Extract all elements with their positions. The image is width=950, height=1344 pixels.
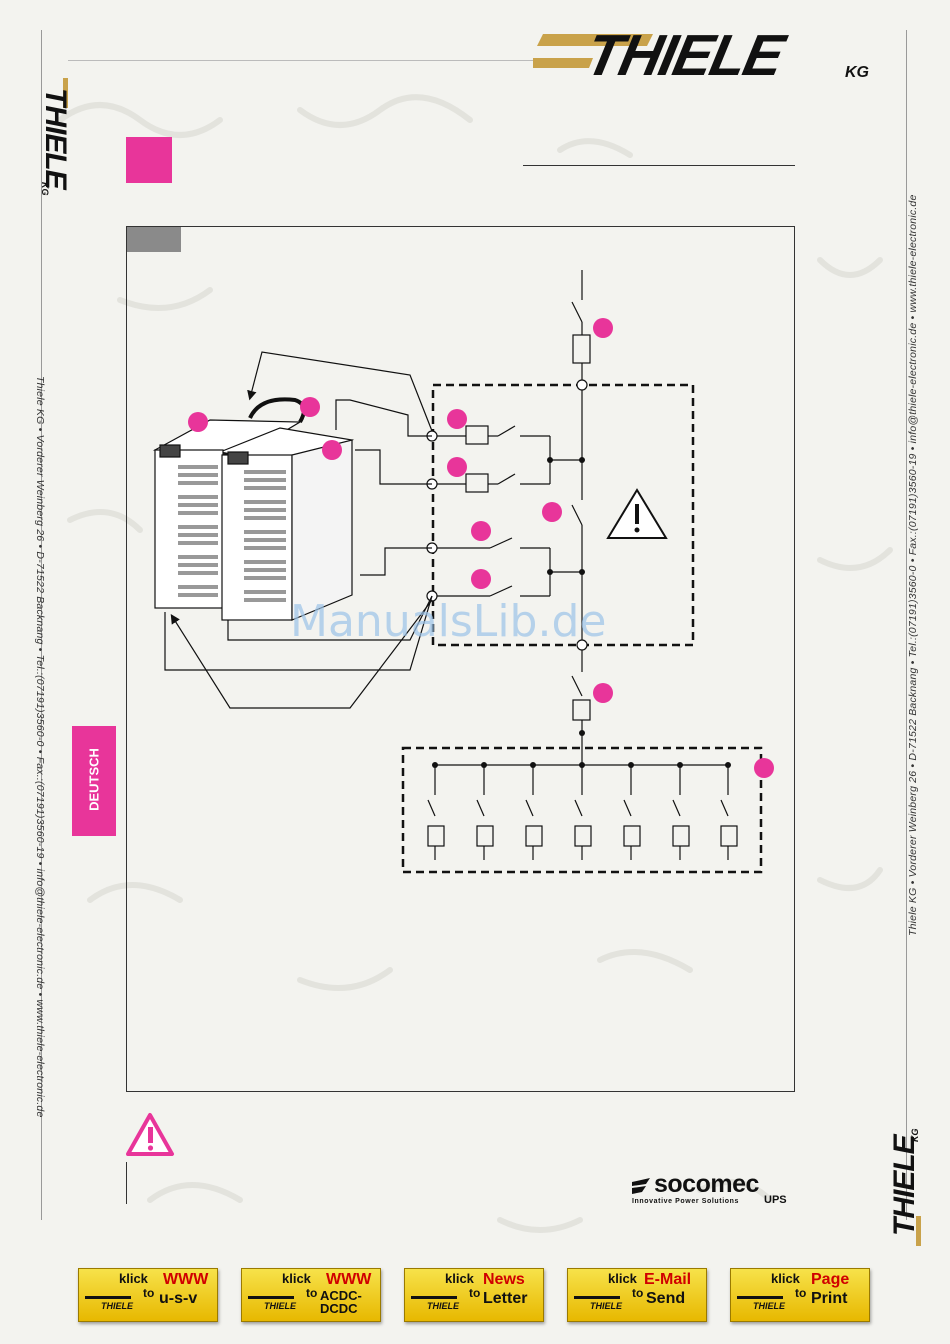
header-logo: THIELE KG	[533, 23, 893, 90]
button-klick: klick	[771, 1271, 800, 1286]
callout-markers	[188, 318, 774, 778]
button-line2: ACDC-DCDC	[320, 1288, 362, 1316]
button-logo-bar	[737, 1296, 783, 1299]
button-klick: klick	[282, 1271, 311, 1286]
socomec-name: socomec	[654, 1170, 759, 1198]
button-line2: Letter	[483, 1290, 528, 1307]
button-line2: Print	[811, 1290, 848, 1307]
button-line1: WWW	[163, 1271, 209, 1288]
button-klick: klick	[119, 1271, 148, 1286]
language-tab[interactable]: DEUTSCH	[72, 726, 116, 836]
button-line2: u-s-v	[159, 1290, 198, 1307]
output-distribution-box	[401, 746, 763, 874]
button-to: to	[306, 1286, 318, 1300]
button-klick: klick	[445, 1271, 474, 1286]
thiele-logo-icon	[533, 34, 653, 68]
watermark: ManualsLib.de	[290, 596, 607, 647]
socomec-suffix: UPS	[764, 1194, 787, 1206]
button-to: to	[469, 1286, 481, 1300]
button-print[interactable]: klick to Page Print THIELE	[730, 1268, 870, 1322]
right-margin-rule	[906, 30, 907, 1220]
button-line1: Page	[811, 1271, 850, 1288]
socomec-logo: socomec Innovative Power Solutions UPS	[632, 1170, 802, 1208]
warning-icon	[126, 1113, 174, 1156]
button-logo: THIELE	[264, 1301, 297, 1311]
title-rule	[523, 165, 795, 166]
button-line2: Send	[646, 1290, 686, 1307]
logo-suffix: KG	[845, 64, 869, 81]
output-feeders	[427, 765, 738, 860]
socomec-tagline: Innovative Power Solutions	[632, 1198, 740, 1205]
warning-triangle-icon	[606, 488, 668, 539]
left-margin-rule	[41, 30, 42, 1220]
main-breaker	[572, 334, 591, 364]
button-email[interactable]: klick to E-Mail Send THIELE	[567, 1268, 707, 1322]
button-line1: E-Mail	[644, 1271, 692, 1288]
socomec-mark-icon	[632, 1178, 650, 1194]
button-logo: THIELE	[753, 1301, 786, 1311]
button-to: to	[795, 1286, 807, 1300]
header-rule	[68, 60, 538, 61]
button-logo: THIELE	[101, 1301, 134, 1311]
note-rule	[126, 1162, 127, 1204]
button-to: to	[632, 1286, 644, 1300]
section-marker	[126, 137, 172, 183]
button-to: to	[143, 1286, 155, 1300]
distribution-box	[431, 383, 695, 647]
button-www-acdc[interactable]: klick to WWW ACDC-DCDC THIELE	[241, 1268, 381, 1322]
diagram-frame	[126, 226, 795, 1092]
button-line1: News	[483, 1271, 525, 1288]
button-www-usv[interactable]: klick to WWW u-s-v THIELE	[78, 1268, 218, 1322]
ups-cabinets	[152, 419, 355, 621]
button-klick: klick	[608, 1271, 637, 1286]
figure-tab	[127, 227, 181, 252]
button-line1: WWW	[326, 1271, 372, 1288]
button-logo: THIELE	[427, 1301, 460, 1311]
button-newsletter[interactable]: klick to News Letter THIELE	[404, 1268, 544, 1322]
button-logo-bar	[85, 1296, 131, 1299]
button-logo-bar	[411, 1296, 457, 1299]
button-logo-bar	[248, 1296, 294, 1299]
button-logo-bar	[574, 1296, 620, 1299]
button-logo: THIELE	[590, 1301, 623, 1311]
